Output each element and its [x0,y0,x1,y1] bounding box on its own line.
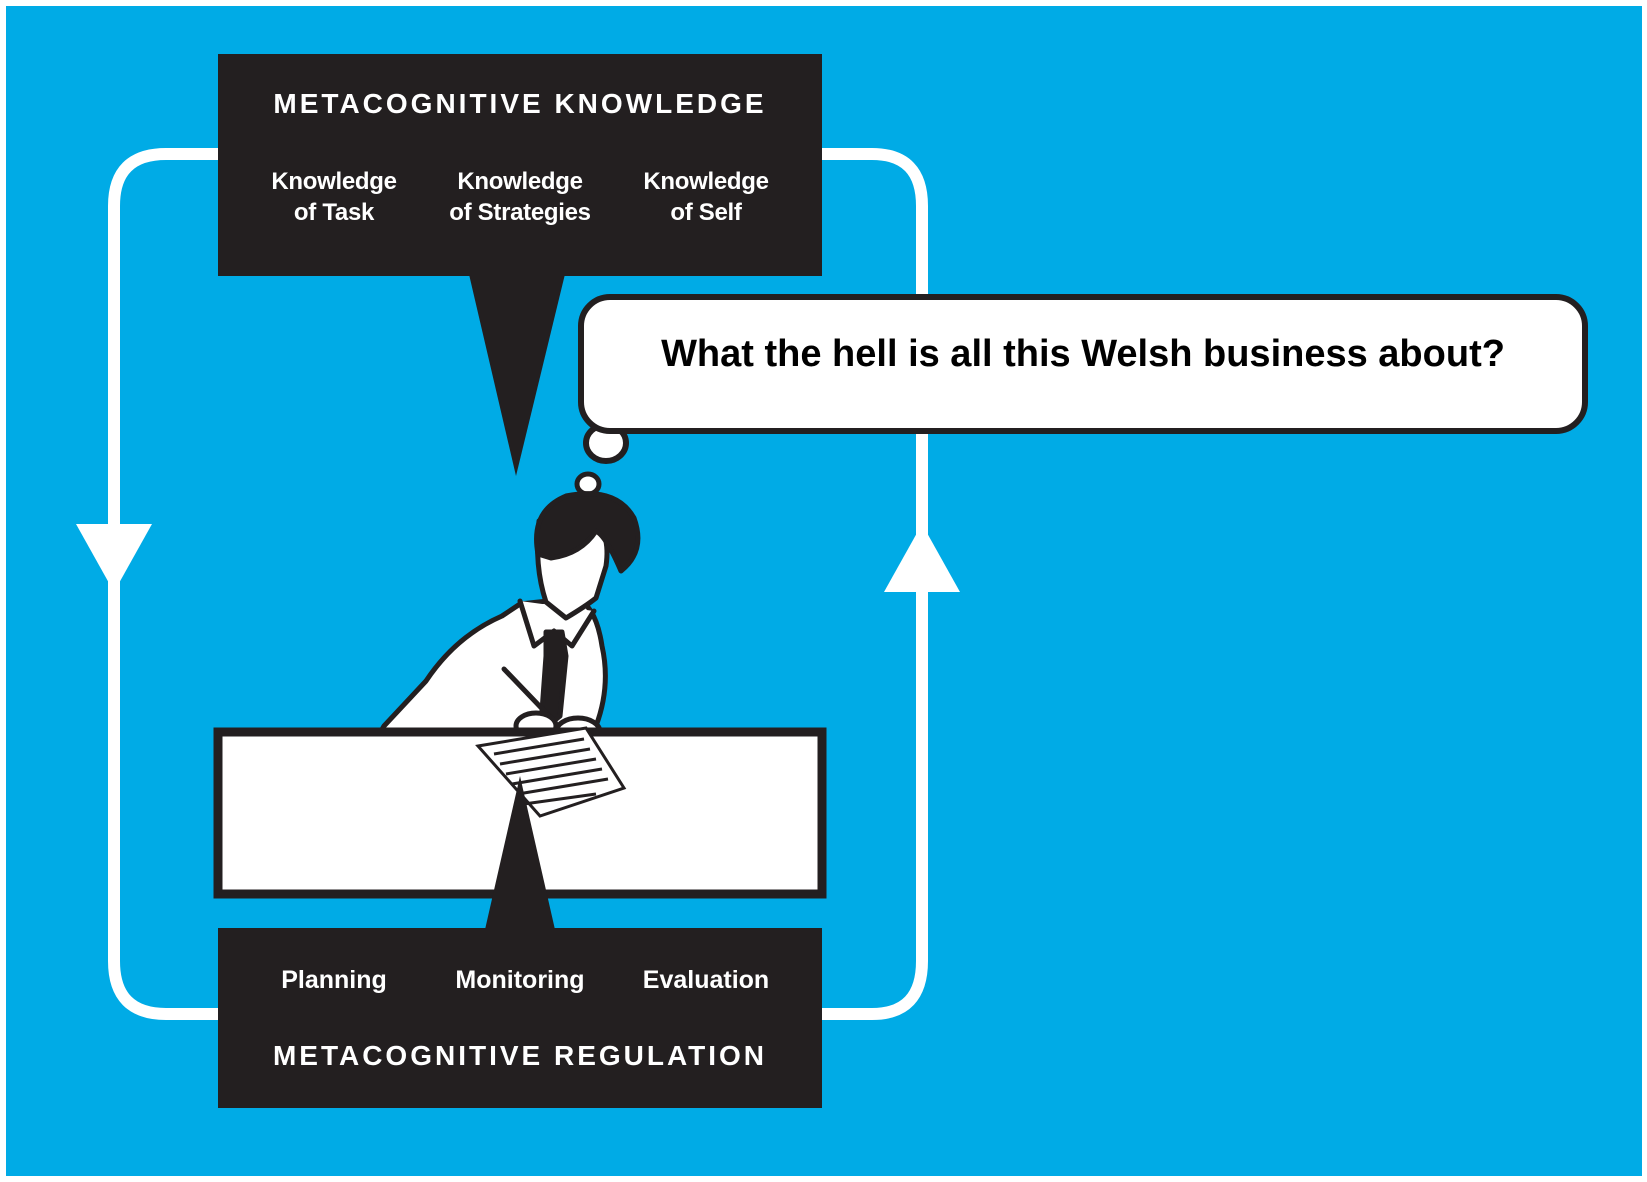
regulation-items: Planning Monitoring Evaluation [244,966,796,995]
person-illustration [376,491,641,754]
pencil [501,666,554,721]
knowledge-of-task: Knowledge of Task [271,168,397,226]
thought-bubble-text: What the hell is all this Welsh business… [661,332,1505,375]
knowledge-of-strategies: Knowledge of Strategies [449,168,591,226]
down-arrow-icon [76,524,152,592]
up-arrow-icon [884,524,960,592]
metacognitive-regulation-box: Planning Monitoring Evaluation METACOGNI… [218,928,822,1108]
diagram-canvas: METACOGNITIVE KNOWLEDGE Knowledge of Tas… [6,6,1642,1176]
regulation-pointer [484,776,556,934]
knowledge-items: Knowledge of Task Knowledge of Strategie… [244,166,796,228]
knowledge-title: METACOGNITIVE KNOWLEDGE [273,88,767,119]
diagram-artwork [76,148,960,1020]
regulation-title: METACOGNITIVE REGULATION [272,1040,768,1071]
thought-dot-small [574,471,602,497]
regulation-planning: Planning [281,966,387,994]
person-hair [534,491,641,574]
knowledge-of-self: Knowledge of Self [643,168,769,226]
regulation-monitoring: Monitoring [455,966,585,994]
regulation-evaluation: Evaluation [642,966,770,994]
thought-bubble: What the hell is all this Welsh business… [578,294,1588,434]
paper [475,726,627,818]
knowledge-pointer [468,270,566,476]
metacognitive-knowledge-box: METACOGNITIVE KNOWLEDGE Knowledge of Tas… [218,54,822,276]
